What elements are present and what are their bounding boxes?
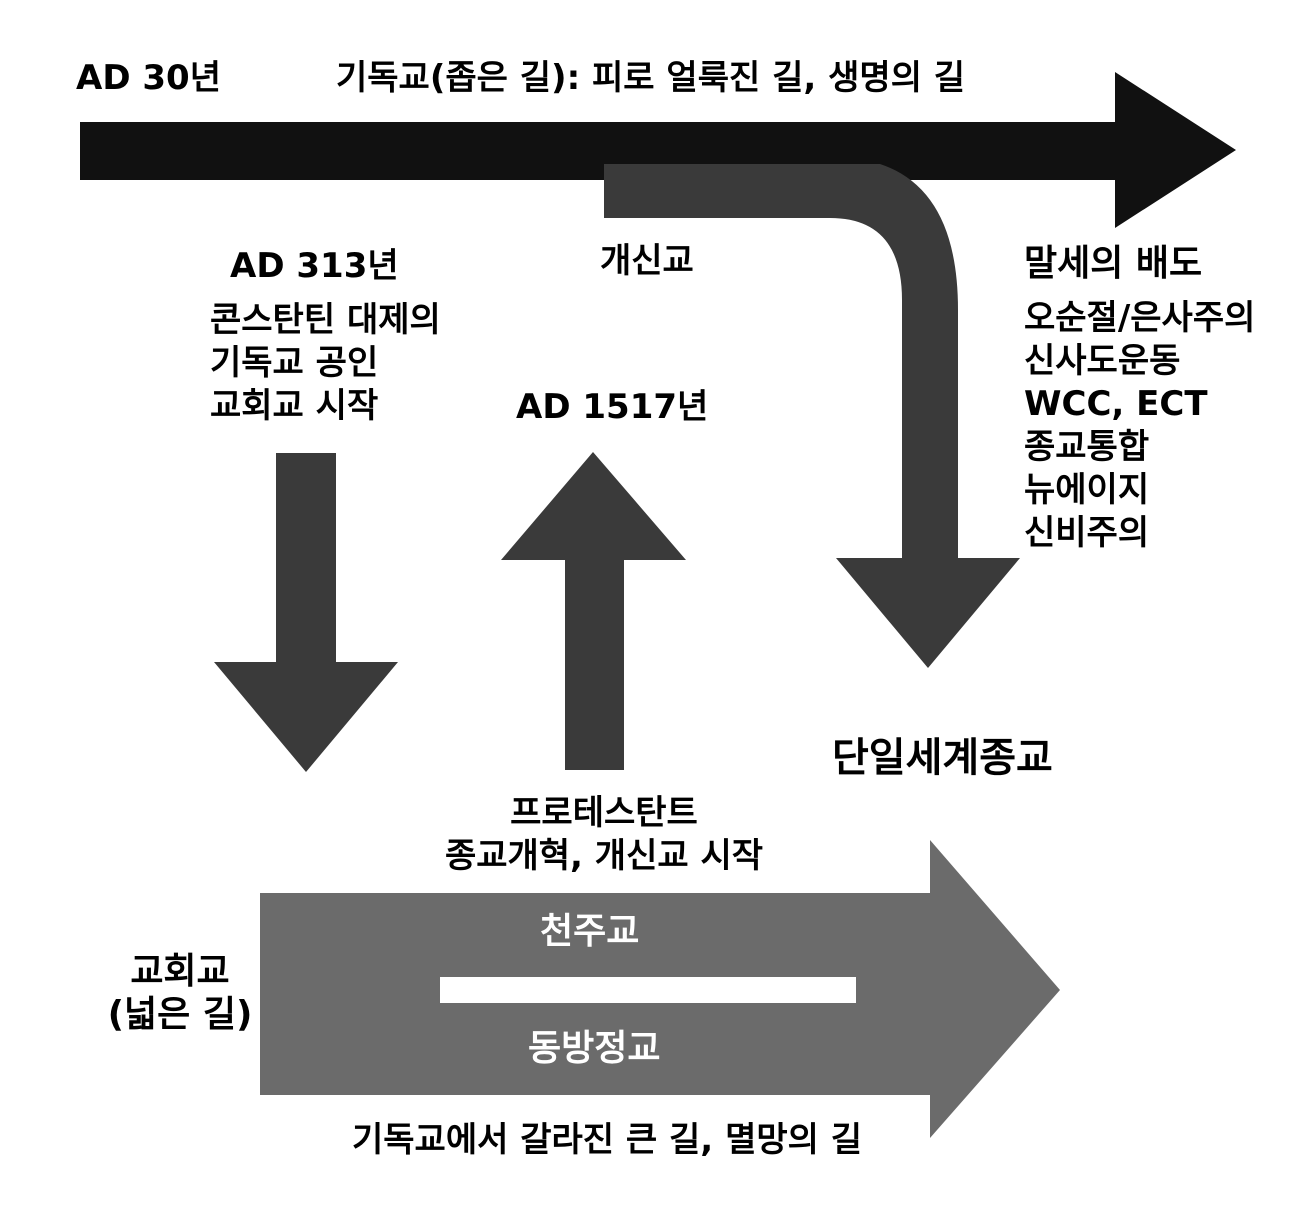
start-year-label: AD 30년	[76, 58, 221, 98]
protestant-label: 개신교	[600, 241, 694, 281]
apostasy-item: 뉴에이지	[1024, 470, 1150, 510]
reformation-year-label: AD 1517년	[516, 387, 709, 427]
apostasy-item: WCC, ECT	[1024, 384, 1208, 424]
constantine-year-label: AD 313년	[230, 246, 399, 286]
apostasy-item: 종교통합	[1024, 427, 1150, 467]
broad-path-line: 교회교	[130, 951, 230, 992]
apostasy-list: 오순절/은사주의 신사도운동 WCC, ECT 종교통합 뉴에이지 신비주의	[1024, 298, 1255, 556]
one-world-religion-label: 단일세계종교	[832, 735, 1053, 781]
catholic-orthodox-divider	[440, 977, 856, 1003]
broad-path-caption: 기독교에서 갈라진 큰 길, 멸망의 길	[352, 1120, 863, 1160]
reformation-description: 프로테스탄트 종교개혁, 개신교 시작	[430, 793, 778, 879]
constantine-description: 콘스탄틴 대제의 기독교 공인 교회교 시작	[210, 300, 441, 429]
apostasy-arrow	[604, 164, 1020, 668]
reformation-up-arrow	[501, 452, 686, 770]
apostasy-item: 신비주의	[1024, 513, 1150, 553]
broad-path-line: (넓은 길)	[107, 994, 253, 1035]
broad-path-label: 교회교 (넓은 길)	[104, 950, 256, 1036]
reformation-line: 프로테스탄트	[510, 793, 698, 833]
narrow-path-title: 기독교(좁은 길): 피로 얼룩진 길, 생명의 길	[336, 58, 966, 98]
constantine-down-arrow	[214, 453, 398, 772]
constantine-line: 기독교 공인	[210, 343, 379, 383]
apostasy-item: 오순절/은사주의	[1024, 298, 1256, 338]
constantine-line: 교회교 시작	[210, 386, 379, 426]
apostasy-item: 신사도운동	[1024, 341, 1181, 381]
narrow-path-arrow-body	[80, 122, 1120, 164]
constantine-line: 콘스탄틴 대제의	[210, 300, 441, 340]
catholic-label: 천주교	[540, 911, 640, 952]
orthodox-label: 동방정교	[528, 1028, 661, 1069]
apostasy-title: 말세의 배도	[1024, 243, 1203, 284]
reformation-line: 종교개혁, 개신교 시작	[444, 836, 764, 876]
